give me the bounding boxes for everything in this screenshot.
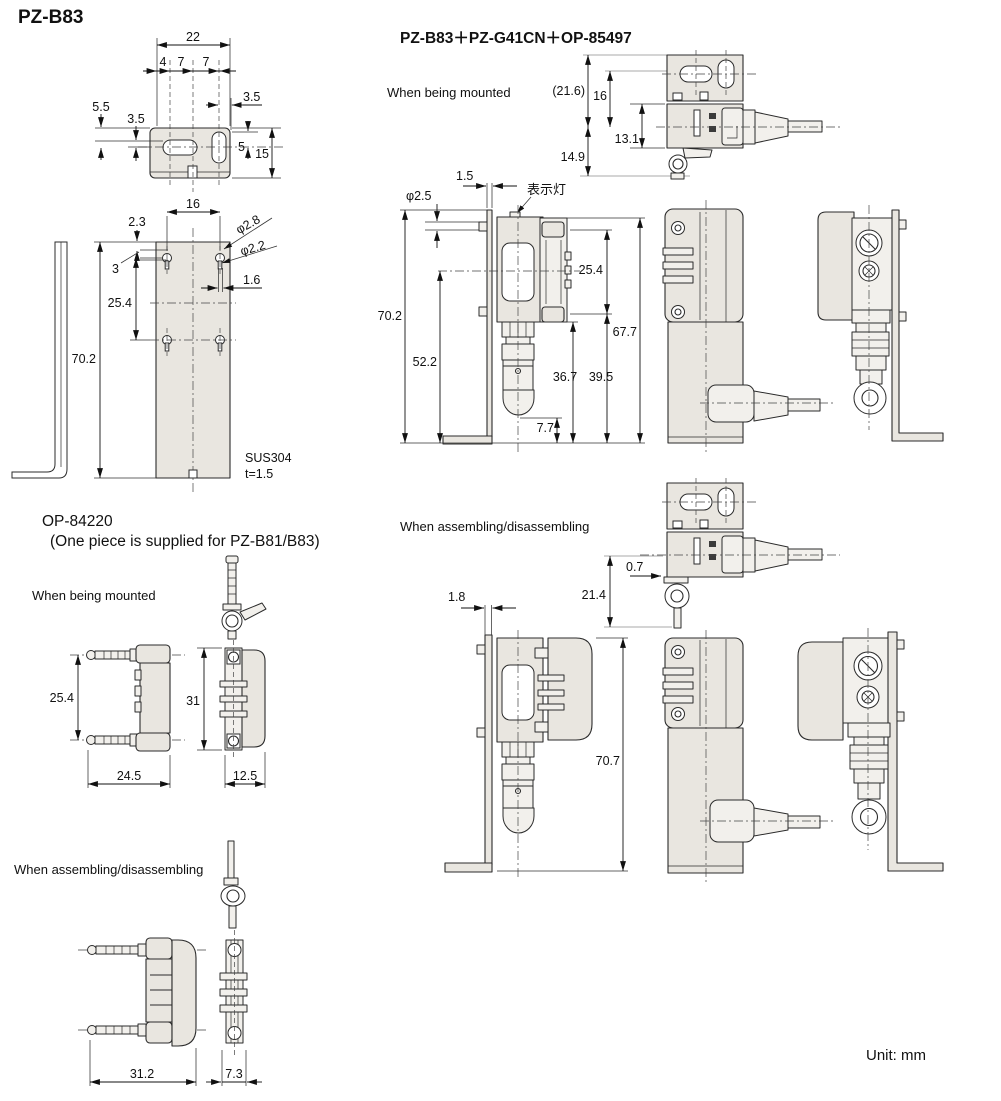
assembly-right-view-assembling	[797, 628, 944, 872]
dim-39-5: 39.5	[589, 370, 613, 384]
right-shroud-2	[797, 641, 844, 741]
dim-op-12-5: 12.5	[233, 769, 257, 783]
dim-op-31: 31	[186, 694, 200, 708]
indicator-label: 表示灯	[527, 182, 566, 197]
bracket-front-view: 16 2.3 3 25.4 70.2 φ2.8 φ2.2 1.6 SUS304	[11, 197, 292, 492]
op-mounted-left-view: 25.4 24.5	[50, 644, 185, 788]
right-bracket-profile	[891, 209, 944, 442]
dim-top-width: 22	[186, 30, 200, 44]
dim-5-5: 5.5	[92, 100, 109, 114]
dim-14-9: 14.9	[561, 150, 585, 164]
bracket-top-view: 22 4 7 7 3.5 5.5 3.5 5 15	[92, 30, 284, 192]
op-clamp-screw	[221, 555, 267, 640]
assembly-side-view-assembling: 0.7 21.4	[582, 478, 840, 629]
dim-67-7: 67.7	[613, 325, 637, 339]
assembly-right-view-mounted	[817, 205, 944, 442]
front-bracket-plate	[486, 209, 493, 438]
callout-phi2-2: φ2.2	[239, 238, 267, 258]
assembly-side-view-mounted: (21.6) 16 13.1 14.9	[552, 50, 840, 180]
dim-13-1: 13.1	[615, 132, 639, 146]
dim-7-7: 7.7	[537, 421, 554, 435]
dim-1-6: 1.6	[243, 273, 260, 287]
dim-2-3: 2.3	[128, 215, 145, 229]
right-shroud	[817, 211, 855, 321]
thickness-label: t=1.5	[245, 467, 273, 481]
assembly-mounted-label: When being mounted	[387, 85, 511, 100]
dim-7b: 7	[203, 55, 210, 69]
dim-1-5: 1.5	[456, 169, 473, 183]
assembly-middle-view-assembling	[662, 630, 836, 884]
dim-4: 4	[160, 55, 167, 69]
op-subtitle: (One piece is supplied for PZ-B81/B83)	[50, 533, 320, 550]
front-plate-2	[484, 634, 493, 866]
dim-21-4: 21.4	[582, 588, 606, 602]
op-assembling-label: When assembling/disassembling	[14, 862, 203, 877]
op-mounted-right-view: 31 12.5	[186, 640, 266, 788]
dim-5: 5	[238, 140, 245, 154]
dim-25-4: 25.4	[108, 296, 132, 310]
op-title: OP-84220	[42, 513, 113, 530]
dim-15: 15	[255, 147, 269, 161]
dim-52-2: 52.2	[413, 355, 437, 369]
dim-1-8: 1.8	[448, 590, 465, 604]
op-assembling-side-view: 7.3	[206, 930, 262, 1086]
dim-hole-span: 16	[186, 197, 200, 211]
op-mounted-label: When being mounted	[32, 588, 156, 603]
assembly-assembling-label: When assembling/disassembling	[400, 519, 589, 534]
dim-op-31-2: 31.2	[130, 1067, 154, 1081]
dim-phi2-5: φ2.5	[406, 189, 432, 203]
dim-op-7-3: 7.3	[225, 1067, 242, 1081]
material-label: SUS304	[245, 451, 292, 465]
dim-front-25-4: 25.4	[579, 263, 603, 277]
dim-16: 16	[593, 89, 607, 103]
dim-36-7: 36.7	[553, 370, 577, 384]
dim-3-5-left: 3.5	[127, 112, 144, 126]
dim-op-24-5: 24.5	[117, 769, 141, 783]
assembly-middle-view-mounted	[662, 200, 836, 455]
dim-front-70-2: 70.2	[378, 309, 402, 323]
dim-op-25-4: 25.4	[50, 691, 74, 705]
assembly-title: PZ-B83＋PZ-G41CN＋OP-85497	[400, 30, 632, 47]
bracket-side-profile	[11, 241, 68, 479]
dim-0-7: 0.7	[626, 560, 643, 574]
page-title: PZ-B83	[18, 7, 83, 28]
dim-3: 3	[112, 262, 119, 276]
assembly-front-view-assembling: 1.8 70.7	[444, 590, 628, 880]
dim-21-6: (21.6)	[552, 84, 585, 98]
dim-70-2: 70.2	[72, 352, 96, 366]
dim-7a: 7	[178, 55, 185, 69]
right-bracket-profile-2	[887, 631, 944, 872]
op-assembling-left-view: 31.2	[78, 937, 208, 1086]
dim-3-5-right: 3.5	[243, 90, 260, 104]
op-loose-pin	[220, 840, 246, 929]
assembly-front-view-mounted: 1.5 φ2.5 表示灯	[378, 169, 645, 452]
unit-label: Unit: mm	[866, 1047, 926, 1064]
dim-70-7: 70.7	[596, 754, 620, 768]
